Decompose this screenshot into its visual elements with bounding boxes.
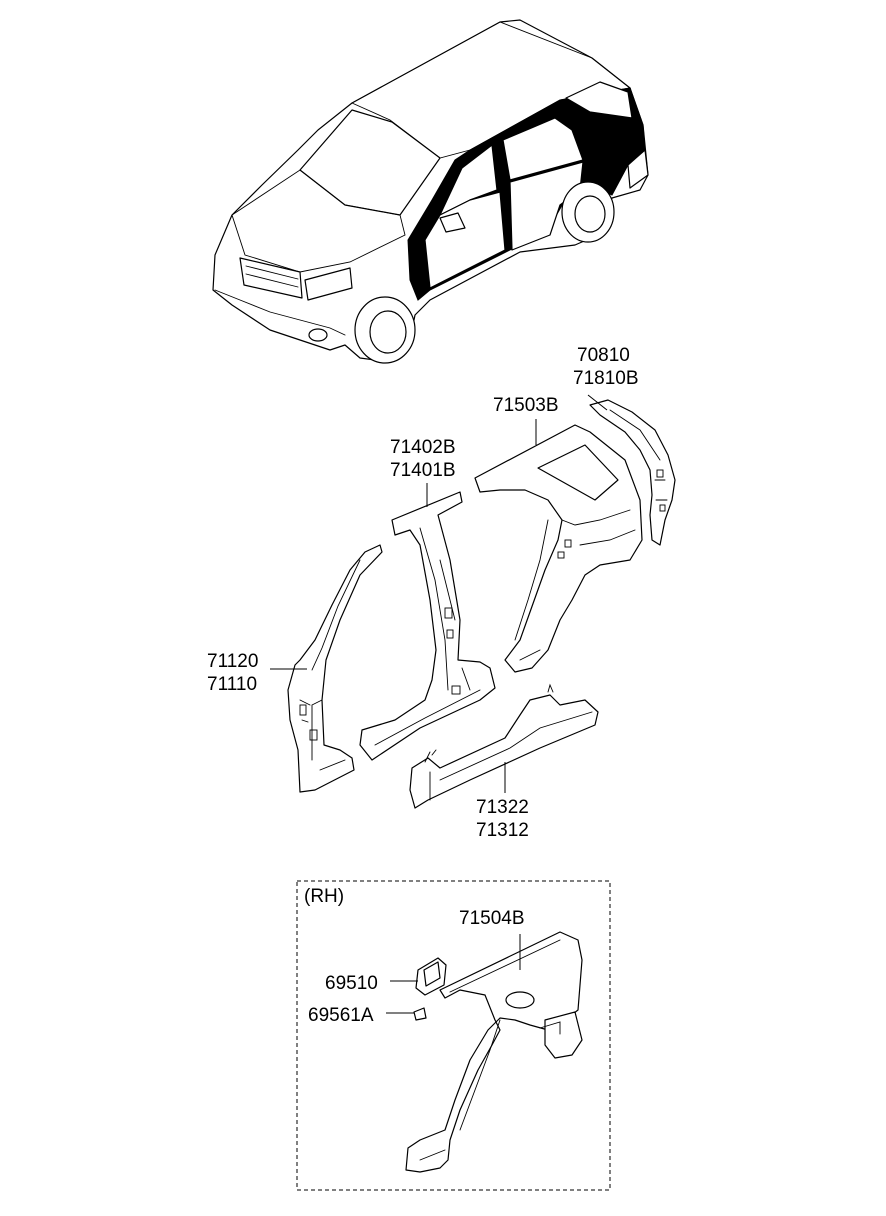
part-rh-quarter-panel — [405, 931, 583, 1173]
label-69510: 69510 — [325, 973, 378, 994]
label-71312: 71312 — [476, 820, 529, 841]
part-fuel-door — [415, 957, 447, 996]
label-71503b: 71503B — [493, 395, 559, 416]
label-71504b: 71504B — [459, 908, 525, 929]
label-71110: 71110 — [207, 674, 257, 695]
label-71402b: 71402B — [390, 437, 456, 458]
label-71120: 71120 — [207, 651, 258, 672]
leader-lines — [270, 394, 608, 1014]
vehicle-rear-wheel — [561, 181, 615, 243]
rh-inset-box — [296, 880, 611, 1191]
part-fuel-door-clip — [413, 1007, 427, 1021]
part-quarter-panel — [474, 424, 643, 673]
vehicle-illustration — [212, 19, 649, 364]
vehicle-front-wheel — [354, 296, 416, 364]
label-71401b: 71401B — [390, 460, 456, 481]
vehicle-rear-door-window — [502, 117, 584, 181]
label-71322: 71322 — [476, 797, 529, 818]
vehicle-grille-slats — [245, 265, 299, 288]
vehicle-quarter-window — [565, 81, 633, 119]
label-71810b: 71810B — [573, 368, 639, 389]
part-center-pillar — [359, 491, 496, 761]
part-rear-pillar — [589, 399, 676, 546]
rh-inset-title: (RH) — [304, 886, 344, 907]
vehicle-side-mirror — [439, 212, 466, 233]
vehicle-fog-light — [308, 328, 328, 342]
vehicle-rear-door — [509, 161, 584, 251]
part-front-pillar — [287, 544, 383, 793]
vehicle-hood — [231, 169, 406, 273]
part-side-sill — [409, 683, 599, 809]
callout-labels: 70810 71810B 71503B 71402B 71401B 71120 … — [207, 345, 639, 1026]
rh-fuel-filler-opening — [505, 991, 535, 1009]
vehicle-tail-lamp — [627, 149, 649, 189]
label-69561a: 69561A — [308, 1005, 374, 1026]
vehicle-bumper — [214, 289, 346, 336]
label-70810: 70810 — [577, 345, 630, 366]
vehicle-headlight — [304, 267, 353, 301]
